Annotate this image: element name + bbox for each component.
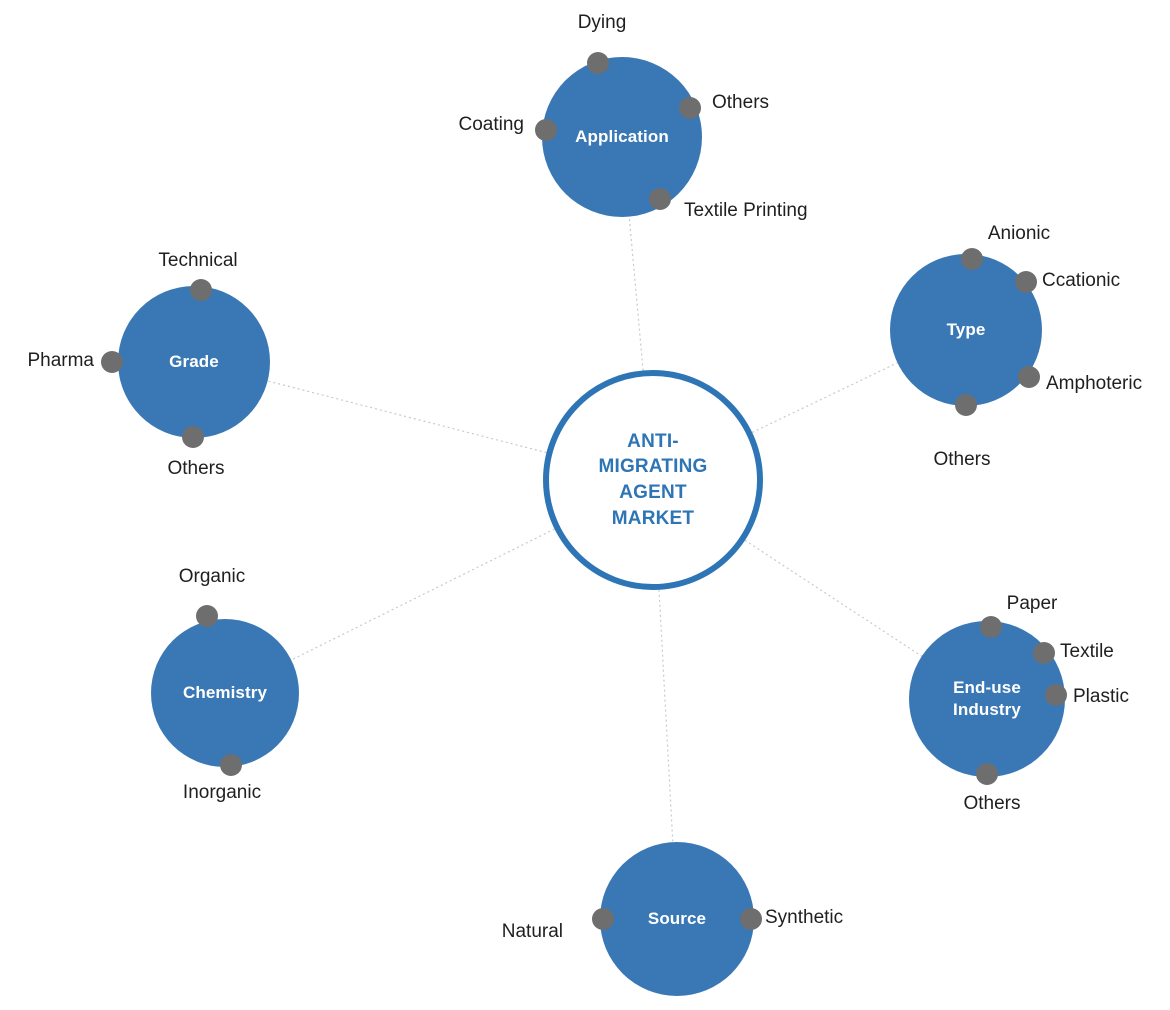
leaf-label-technical: Technical — [158, 250, 238, 271]
leaf-dot-plastic[interactable] — [1045, 684, 1067, 706]
leaf-label-plastic: Plastic — [1073, 686, 1129, 707]
hub-node-anti-migrating-agent-market[interactable]: ANTI- MIGRATING AGENT MARKET — [543, 370, 763, 590]
leaf-label-others: Others — [167, 458, 225, 479]
category-node-label: Application — [575, 127, 669, 147]
category-node-source[interactable]: Source — [600, 842, 754, 996]
leaf-label-amphoteric: Amphoteric — [1046, 373, 1143, 394]
category-node-label: Chemistry — [182, 683, 268, 703]
category-node-label: End-use Industry — [953, 678, 1021, 719]
leaf-dot-inorganic[interactable] — [220, 754, 242, 776]
leaf-dot-amphoteric[interactable] — [1018, 366, 1040, 388]
leaf-dot-textile[interactable] — [1033, 642, 1055, 664]
leaf-dot-others[interactable] — [182, 426, 204, 448]
leaf-dot-synthetic[interactable] — [740, 908, 762, 930]
category-node-grade[interactable]: Grade — [118, 286, 270, 438]
leaf-label-ccationic: Ccationic — [1042, 270, 1121, 291]
leaf-label-others: Others — [712, 92, 770, 113]
leaf-label-others: Others — [963, 793, 1021, 814]
leaf-label-others: Others — [933, 449, 991, 470]
leaf-dot-technical[interactable] — [190, 279, 212, 301]
leaf-label-anionic: Anionic — [987, 223, 1051, 244]
leaf-dot-organic[interactable] — [196, 605, 218, 627]
leaf-label-organic: Organic — [178, 566, 246, 587]
category-node-chemistry[interactable]: Chemistry — [151, 619, 299, 767]
leaf-label-paper: Paper — [1006, 593, 1058, 614]
leaf-label-coating: Coating — [458, 114, 525, 135]
leaf-dot-pharma[interactable] — [101, 351, 123, 373]
leaf-dot-others[interactable] — [976, 763, 998, 785]
leaf-dot-coating[interactable] — [535, 119, 557, 141]
leaf-dot-textile-printing[interactable] — [649, 188, 671, 210]
leaf-label-synthetic: Synthetic — [765, 907, 844, 928]
leaf-label-dying: Dying — [577, 12, 627, 33]
leaf-label-inorganic: Inorganic — [182, 782, 262, 803]
leaf-label-textile-printing: Textile Printing — [684, 200, 808, 221]
leaf-dot-others[interactable] — [955, 394, 977, 416]
hub-label: ANTI- MIGRATING AGENT MARKET — [598, 430, 708, 529]
leaf-dot-others[interactable] — [679, 97, 701, 119]
leaf-dot-paper[interactable] — [980, 616, 1002, 638]
leaf-dot-dying[interactable] — [587, 52, 609, 74]
category-node-label: Type — [946, 320, 986, 340]
leaf-dot-anionic[interactable] — [961, 248, 983, 270]
leaf-label-natural: Natural — [501, 921, 563, 942]
category-node-label: Grade — [169, 352, 219, 372]
leaf-label-textile: Textile — [1060, 641, 1114, 662]
category-node-application[interactable]: Application — [542, 57, 702, 217]
category-node-label: Source — [647, 909, 707, 929]
leaf-label-pharma: Pharma — [27, 350, 94, 371]
leaf-dot-natural[interactable] — [592, 908, 614, 930]
leaf-dot-ccationic[interactable] — [1015, 271, 1037, 293]
